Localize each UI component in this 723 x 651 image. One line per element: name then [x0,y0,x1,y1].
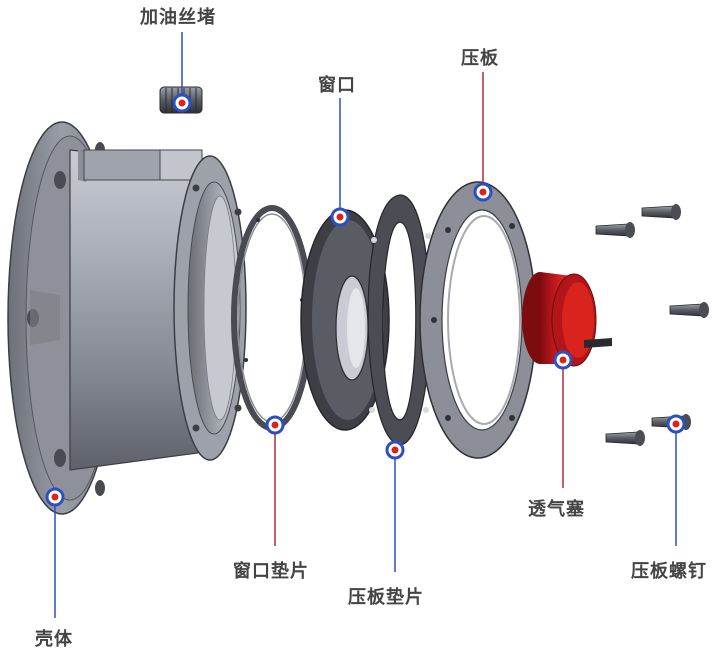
marker-breather-plug [553,350,573,370]
marker-pressure-plate-gasket [385,440,405,460]
leader-lines [54,32,677,618]
breather-plug-part [522,272,612,367]
marker-window-gasket [265,415,285,435]
label-window-gasket: 窗口垫片 [233,561,309,582]
label-housing: 壳体 [35,629,73,650]
label-window: 窗口 [318,75,356,96]
marker-oil-plug [172,93,192,113]
label-breather-plug: 透气塞 [528,499,585,520]
label-pressure-plate-gasket: 压板垫片 [348,587,424,608]
marker-window [330,207,350,227]
housing-part [7,121,247,515]
window-part [300,209,390,431]
pressure-plate-part [419,181,537,459]
label-oil-fill-plug: 加油丝堵 [140,7,216,28]
pressure-plate-screws [595,204,709,446]
marker-housing [45,487,65,507]
label-plate-screw: 压板螺钉 [631,561,707,582]
label-pressure-plate: 压板 [461,48,499,69]
marker-pressure-plate [473,182,493,202]
marker-plate-screw [666,414,686,434]
callout-markers [45,93,686,507]
